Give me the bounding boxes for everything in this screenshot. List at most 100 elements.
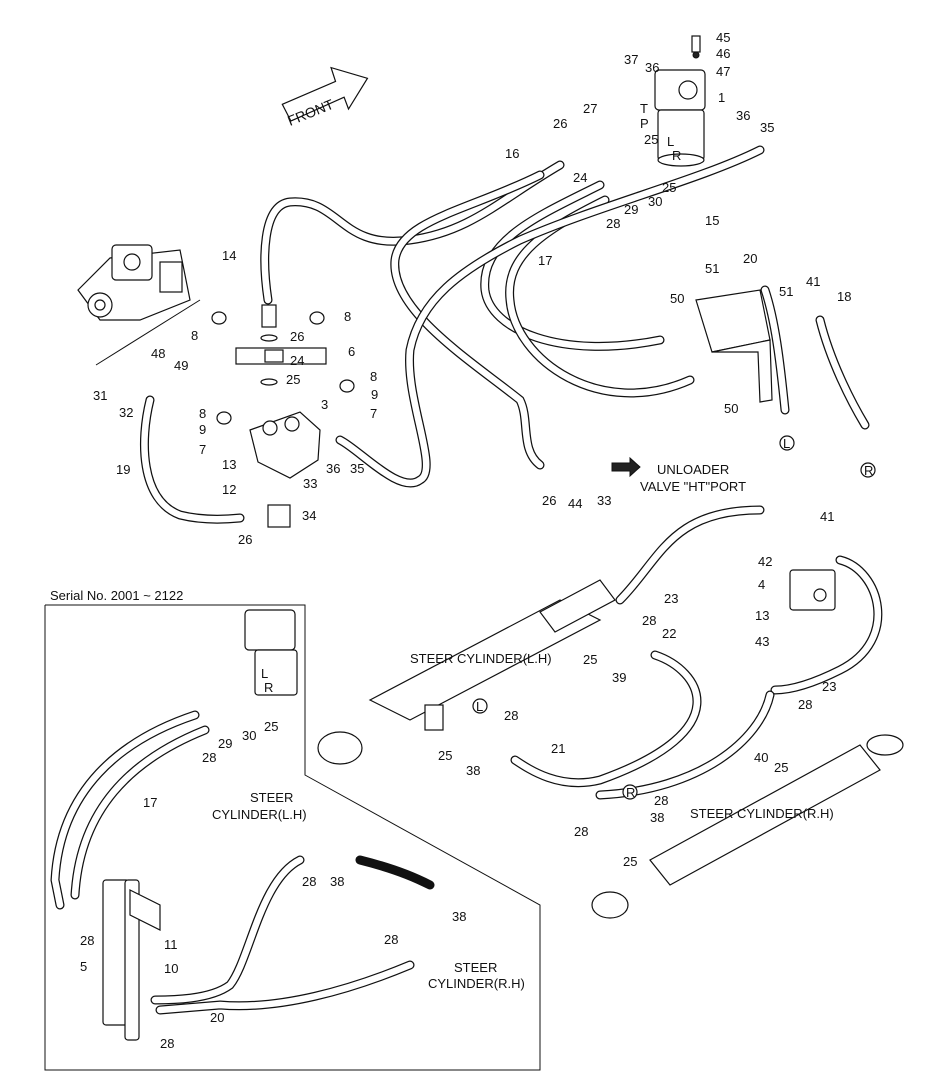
port-letters: T P L R L R	[261, 101, 681, 695]
mount-bracket	[695, 289, 773, 403]
callout: 51	[705, 261, 719, 276]
marker-l-2: L	[476, 699, 483, 714]
marker-r-2: R	[626, 785, 635, 800]
callout: 7	[199, 442, 206, 457]
callout: 28	[384, 932, 398, 947]
steer-cyl-lh-note: STEER CYLINDER(L.H)	[410, 651, 552, 666]
inset-steer-rh-note-2: CYLINDER(R.H)	[428, 976, 525, 991]
callout: 30	[648, 194, 662, 209]
steer-cyl-rh-note: STEER CYLINDER(R.H)	[690, 806, 834, 821]
callout: 24	[290, 353, 304, 368]
inset-steer-rh-note-1: STEER	[454, 960, 497, 975]
callout: 26	[238, 532, 252, 547]
callout: 12	[222, 482, 236, 497]
steering-unit	[211, 304, 355, 528]
callout: 17	[538, 253, 552, 268]
callout: 27	[583, 101, 597, 116]
callout: 36	[326, 461, 340, 476]
callout: 26	[553, 116, 567, 131]
callout: 23	[664, 591, 678, 606]
callout: 10	[164, 961, 178, 976]
callout: 28	[606, 216, 620, 231]
steer-cylinder-rh	[591, 734, 904, 919]
callout: 28	[574, 824, 588, 839]
callout: 28	[798, 697, 812, 712]
port-p: P	[640, 116, 649, 131]
callout: 33	[303, 476, 317, 491]
port-t: T	[640, 101, 648, 116]
callout: 29	[218, 736, 232, 751]
callout: 25	[644, 132, 658, 147]
callout: 45	[716, 30, 730, 45]
hoses	[139, 145, 883, 800]
callout: 51	[779, 284, 793, 299]
callout: 19	[116, 462, 130, 477]
callout: 25	[774, 760, 788, 775]
callout: 13	[222, 457, 236, 472]
callout: 8	[370, 369, 377, 384]
callout: 18	[837, 289, 851, 304]
callout: 28	[642, 613, 656, 628]
callout: 24	[573, 170, 587, 185]
callout: 39	[612, 670, 626, 685]
inset-port-r: R	[264, 680, 273, 695]
port-l: L	[667, 134, 674, 149]
callout: 26	[290, 329, 304, 344]
callout: 22	[662, 626, 676, 641]
inset-contents	[50, 609, 435, 1041]
callout: 28	[654, 793, 668, 808]
unloader-arrow	[611, 456, 641, 478]
callout-numbers: 45 46 47 37 36 1 27 36 35 26 25 16 24 25…	[80, 30, 851, 1051]
callout: 11	[164, 937, 178, 952]
callout: 38	[466, 763, 480, 778]
callout: 48	[151, 346, 165, 361]
callout: 32	[119, 405, 133, 420]
unloader-note-2: VALVE "HT"PORT	[640, 479, 746, 494]
callout: 28	[160, 1036, 174, 1051]
callout: 25	[623, 854, 637, 869]
callout: 8	[344, 309, 351, 324]
callout: 38	[452, 909, 466, 924]
inset-port-l: L	[261, 666, 268, 681]
callout: 46	[716, 46, 730, 61]
callout: 35	[760, 120, 774, 135]
marker-r-1: R	[864, 463, 873, 478]
callout: 14	[222, 248, 236, 263]
callout: 8	[191, 328, 198, 343]
callout: 44	[568, 496, 582, 511]
callout: 42	[758, 554, 772, 569]
callout: 23	[822, 679, 836, 694]
pump-illustration	[77, 244, 201, 366]
callout: 25	[264, 719, 278, 734]
inset-steer-lh-note-1: STEER	[250, 790, 293, 805]
callout: 6	[348, 344, 355, 359]
marker-l-1: L	[783, 436, 790, 451]
callout: 25	[583, 652, 597, 667]
callout: 5	[80, 959, 87, 974]
serial-inset-frame	[44, 604, 541, 1071]
callout: 9	[371, 387, 378, 402]
callout: 38	[650, 810, 664, 825]
callout: 28	[80, 933, 94, 948]
front-arrow: FRONT	[281, 66, 369, 129]
callout: 41	[806, 274, 820, 289]
callout: 50	[724, 401, 738, 416]
callout: 41	[820, 509, 834, 524]
callout: 43	[755, 634, 769, 649]
unloader-note-1: UNLOADER	[657, 462, 729, 477]
callout: 4	[758, 577, 765, 592]
port-markers: L R L R	[472, 435, 876, 800]
callout: 36	[736, 108, 750, 123]
callout: 28	[202, 750, 216, 765]
callout: 28	[504, 708, 518, 723]
steer-cylinder-lh	[317, 579, 616, 765]
callout: 31	[93, 388, 107, 403]
manifold-block	[789, 569, 836, 611]
callout: 25	[286, 372, 300, 387]
callout: 50	[670, 291, 684, 306]
callout: 25	[662, 180, 676, 195]
callout: 26	[542, 493, 556, 508]
callout: 35	[350, 461, 364, 476]
callout: 20	[743, 251, 757, 266]
